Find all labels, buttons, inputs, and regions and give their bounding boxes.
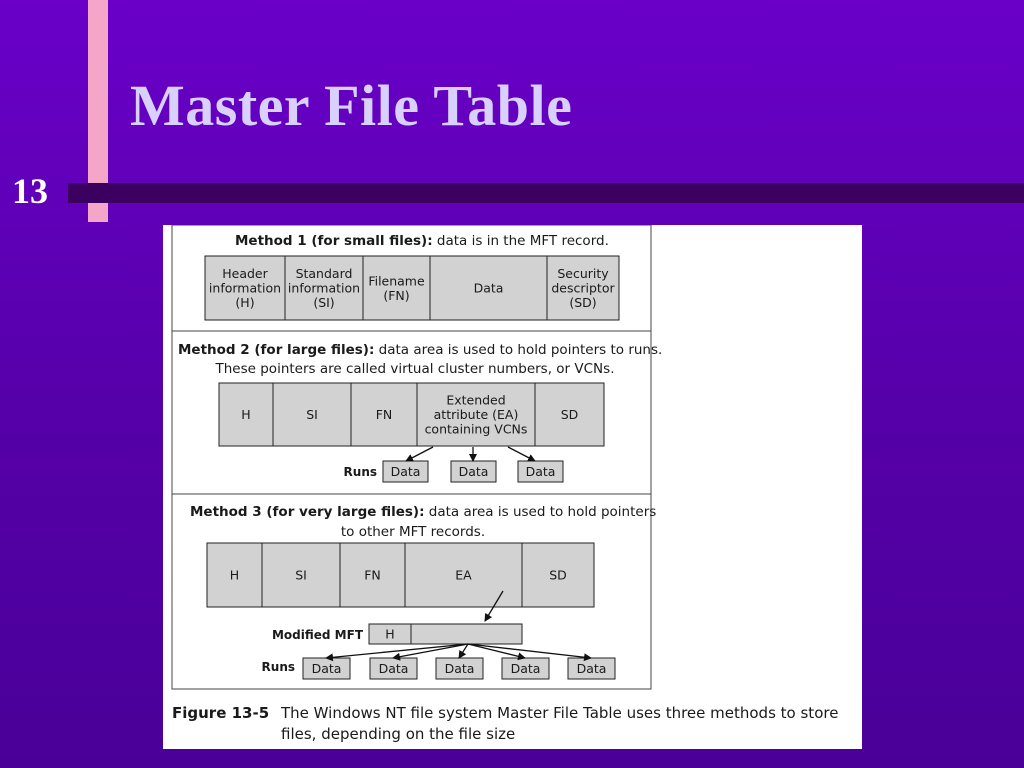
method3-cell-2 — [261, 542, 341, 608]
method3-panel — [171, 493, 652, 690]
method1-cell-1 — [204, 255, 286, 321]
method1-cell-2-label: Standard — [296, 266, 353, 281]
method3-cell-1-label: H — [230, 568, 239, 583]
method3-run-box-3-label: Data — [445, 661, 475, 676]
method2-run-box-2-label: Data — [459, 464, 489, 479]
method3-heading: Method 3 (for very large files): data ar… — [190, 504, 656, 520]
method1-cell-1-label: information — [209, 281, 281, 296]
method3-fan-arrow-2 — [392, 643, 469, 661]
method3-run-box-4-label: Data — [511, 661, 541, 676]
method2-run-box-3 — [517, 460, 564, 483]
method3-cell-3-label: FN — [364, 568, 381, 583]
slide-number: 13 — [12, 171, 48, 211]
method1-cell-1-label: Header — [222, 266, 268, 281]
method2-arrow-1 — [405, 446, 434, 462]
method3-mft-pointer-box — [410, 623, 523, 645]
method1-cell-1-label: (H) — [235, 295, 254, 310]
method3-cell-4 — [404, 542, 523, 608]
method2-cell-4-label: containing VCNs — [425, 422, 528, 437]
method3-fan-arrow-1 — [325, 643, 469, 662]
method2-run-box-1-label: Data — [391, 464, 421, 479]
method3-mft-h-box-label: H — [385, 627, 394, 642]
method3-cell-2-label: SI — [295, 568, 307, 583]
method1-cell-3-label: Filename — [368, 273, 425, 288]
method2-heading: Method 2 (for large files): data area is… — [178, 342, 662, 358]
caption-text: The Windows NT file system Master File T… — [281, 704, 839, 743]
method1-cell-4-label: Data — [474, 281, 504, 296]
method3-run-box-1-label: Data — [312, 661, 342, 676]
method3-cell-4-label: EA — [455, 568, 472, 583]
method2-cell-1-label: H — [241, 407, 250, 422]
title-underline-bar — [68, 183, 1024, 203]
method1-cell-5-label: descriptor — [551, 281, 615, 296]
method1-cell-2 — [284, 255, 364, 321]
method3-runs-label: Runs — [262, 660, 295, 674]
method3-heading-line2: to other MFT records. — [341, 524, 485, 540]
method2-cell-4-label: attribute (EA) — [434, 407, 519, 422]
method3-cell-3 — [339, 542, 406, 608]
method2-runs-label: Runs — [344, 465, 377, 479]
method1-cell-2-label: (SI) — [313, 295, 334, 310]
method2-cell-4 — [416, 382, 536, 447]
method2-cell-3 — [350, 382, 418, 447]
method2-run-box-3-label: Data — [526, 464, 556, 479]
method2-cell-4-label: Extended — [446, 393, 505, 408]
method2-cell-5-label: SD — [561, 407, 579, 422]
method3-modified-mft-label: Modified MFT — [272, 628, 364, 642]
mft-diagram: Method 1 (for small files): data is in t… — [171, 225, 662, 690]
method1-cell-3-label: (FN) — [383, 288, 409, 303]
accent-pink-bar — [88, 0, 108, 222]
method1-cell-5 — [546, 255, 620, 321]
method3-run-box-5-label: Data — [577, 661, 607, 676]
method1-cell-5-label: (SD) — [569, 295, 596, 310]
method1-cell-2-label: information — [288, 281, 360, 296]
method3-cell-5 — [521, 542, 595, 608]
figure-number: Figure 13-5 — [172, 704, 270, 722]
method3-fan-arrow-3 — [458, 643, 469, 659]
method3-ea-arrow — [484, 590, 504, 622]
method1-cell-5-label: Security — [557, 266, 609, 281]
slide-title: Master File Table — [130, 73, 573, 138]
method2-cell-2-label: SI — [306, 407, 318, 422]
method3-run-box-2-label: Data — [379, 661, 409, 676]
method2-heading-line2: These pointers are called virtual cluste… — [215, 361, 615, 377]
method2-cell-5 — [534, 382, 605, 447]
method3-fan-arrow-5 — [467, 643, 592, 662]
method1-heading: Method 1 (for small files): data is in t… — [235, 233, 609, 249]
method3-cell-1 — [206, 542, 263, 608]
mft-figure: Method 1 (for small files): data is in t… — [163, 225, 862, 749]
method3-cell-5-label: SD — [549, 568, 567, 583]
method3-fan-arrow-4 — [467, 643, 526, 661]
method2-arrow-3 — [507, 446, 536, 462]
method2-cell-3-label: FN — [376, 407, 393, 422]
